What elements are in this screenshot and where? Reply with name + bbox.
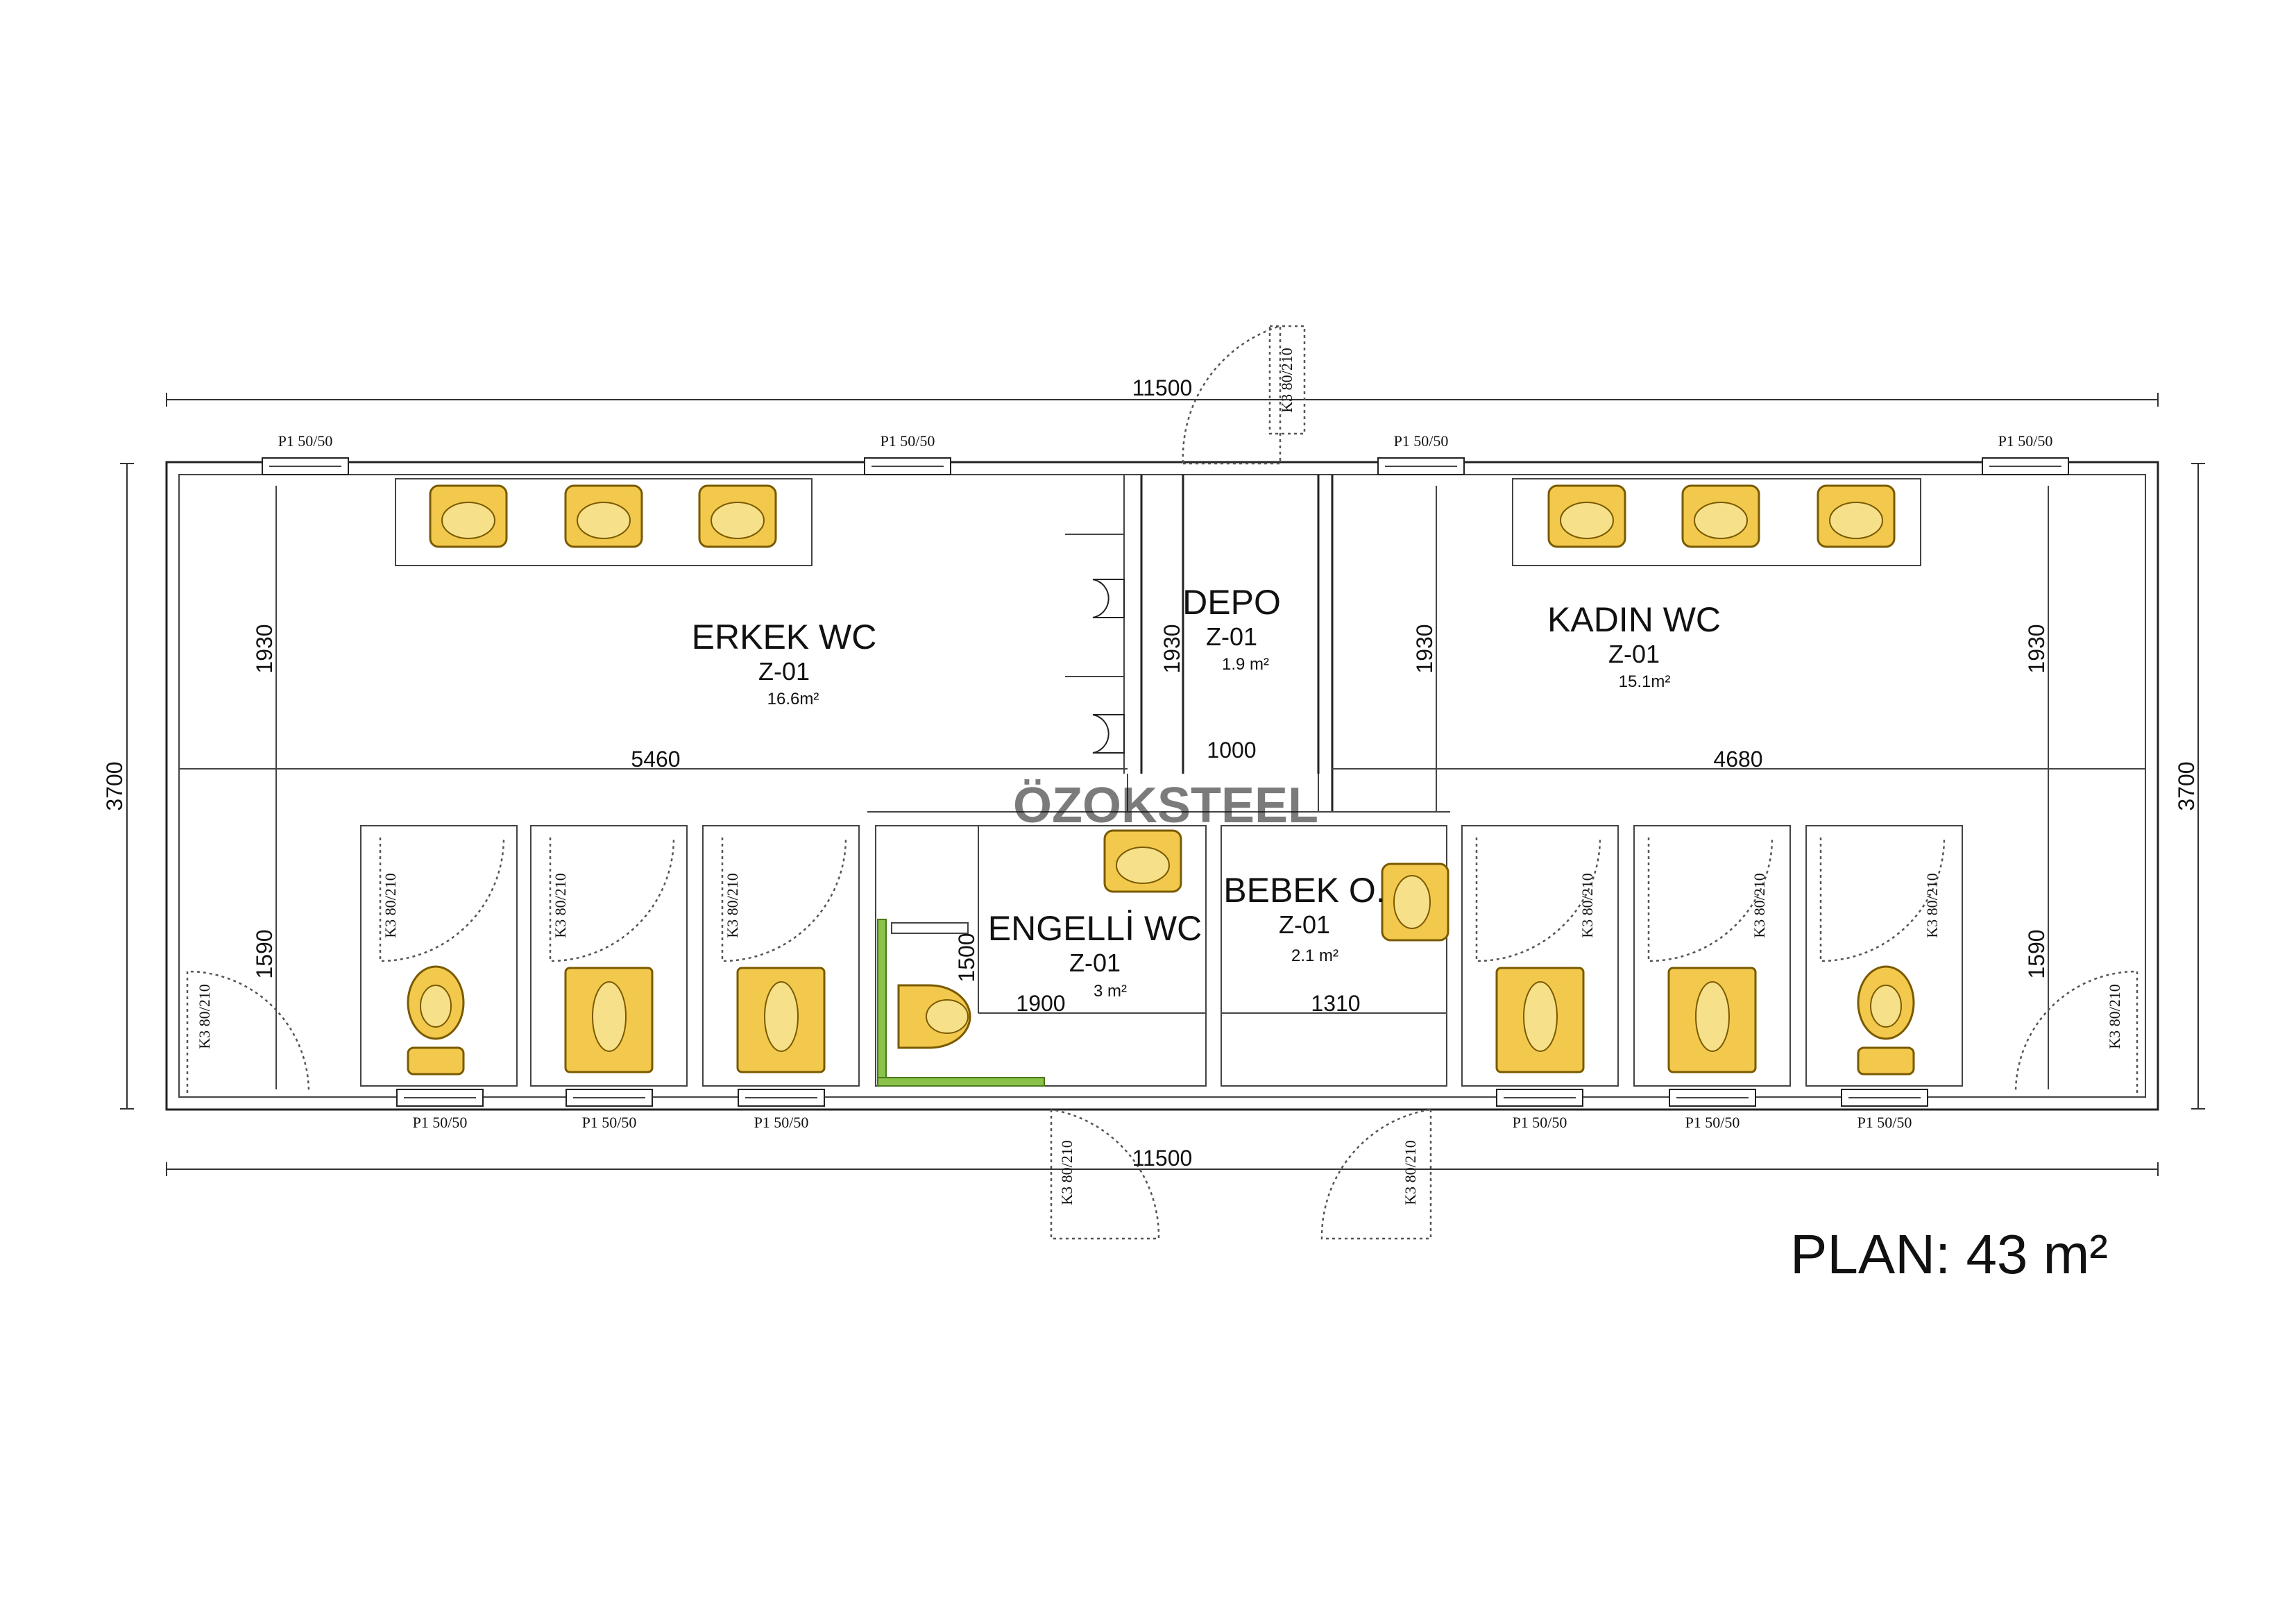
outer-walls — [165, 461, 2159, 1111]
window-label: P1 50/50 — [1513, 1114, 1567, 1131]
room-name: KADIN WC — [1547, 600, 1721, 639]
room-name: BEBEK O. — [1223, 871, 1385, 910]
dim-overall-bottom: 11500 — [1132, 1146, 1193, 1171]
dim-corridor-right: 4680 — [1713, 747, 1762, 772]
room-erkek-wc: ERKEK WC Z-01 16.6m² — [692, 618, 877, 708]
window-label: P1 50/50 — [1998, 432, 2053, 450]
dim-engelli-width: 1900 — [1016, 991, 1065, 1016]
window-label: P1 50/50 — [754, 1114, 809, 1131]
dim-kadin-upper-left: 1930 — [1412, 624, 1437, 673]
western-toilet-icon — [407, 965, 465, 1076]
door-swings — [186, 325, 2138, 1240]
room-engelli-wc: ENGELLİ WC Z-01 3 m² — [988, 909, 1202, 1001]
room-code: Z-01 — [1279, 910, 1330, 939]
dim-bebek-width: 1310 — [1311, 991, 1360, 1016]
interior-partitions — [179, 475, 2145, 1089]
western-toilet-icon — [1857, 965, 1915, 1076]
squat-toilet-icon — [1667, 967, 1757, 1073]
dim-corridor-left: 5460 — [631, 747, 680, 772]
room-code: Z-01 — [758, 657, 810, 686]
door-label: K3 80/210 — [1278, 348, 1295, 413]
room-depo: DEPO Z-01 1.9 m² — [1182, 583, 1281, 674]
dim-kadin-upper-right: 1930 — [2024, 624, 2049, 673]
squat-toilet-icon — [564, 967, 654, 1073]
door-label: K3 80/210 — [1402, 1140, 1419, 1205]
squat-toilet-icon — [1495, 967, 1585, 1073]
room-code: Z-01 — [1069, 949, 1121, 977]
dim-height-right: 3700 — [2174, 761, 2199, 810]
urinal-icon — [1092, 714, 1125, 754]
dim-engelli-depth: 1500 — [954, 933, 979, 982]
door-labels: K3 80/210 K3 80/210 K3 80/210 K3 80/210 … — [196, 348, 2123, 1205]
windows — [262, 457, 2069, 1107]
dim-depo-width: 1000 — [1207, 738, 1256, 763]
window-label: P1 50/50 — [1685, 1114, 1740, 1131]
window-label: P1 50/50 — [278, 432, 333, 450]
room-area: 16.6m² — [767, 690, 819, 708]
window-label: P1 50/50 — [582, 1114, 637, 1131]
room-name: DEPO — [1182, 583, 1281, 622]
window-label: P1 50/50 — [1857, 1114, 1912, 1131]
door-label: K3 80/210 — [1923, 873, 1941, 938]
window-label: P1 50/50 — [1394, 432, 1449, 450]
door-label: K3 80/210 — [382, 873, 399, 938]
room-name: ENGELLİ WC — [988, 909, 1202, 948]
room-area: 2.1 m² — [1291, 946, 1338, 965]
company-logo: ÖZOKSTEEL — [1013, 778, 1318, 833]
door-label: K3 80/210 — [1579, 873, 1596, 938]
dim-lower-right: 1590 — [2024, 929, 2049, 978]
door-label: K3 80/210 — [724, 873, 741, 938]
room-kadin-wc: KADIN WC Z-01 15.1m² — [1547, 600, 1721, 691]
urinal-icon — [1092, 579, 1125, 618]
other-sinks — [1103, 829, 1449, 942]
dimension-labels: 11500 11500 3700 3700 1930 1930 1930 193… — [102, 375, 2199, 1171]
room-area: 3 m² — [1094, 982, 1127, 1001]
door-label: K3 80/210 — [1058, 1140, 1075, 1205]
squat-toilet-icon — [736, 967, 826, 1073]
window-label: P1 50/50 — [413, 1114, 468, 1131]
dimension-lines — [120, 393, 2205, 1176]
window-labels: P1 50/50 P1 50/50 P1 50/50 P1 50/50 P1 5… — [278, 432, 2053, 1131]
room-area: 1.9 m² — [1222, 655, 1269, 674]
room-code: Z-01 — [1206, 622, 1257, 651]
kadin-sinks — [1547, 484, 1896, 548]
room-name: ERKEK WC — [692, 618, 877, 656]
door-label: K3 80/210 — [1751, 873, 1768, 938]
toilets — [407, 919, 1915, 1087]
dim-height-left: 3700 — [102, 761, 127, 810]
window-label: P1 50/50 — [881, 432, 935, 450]
accessible-toilet-icon — [877, 919, 1045, 1087]
door-label: K3 80/210 — [552, 873, 569, 938]
room-code: Z-01 — [1608, 640, 1660, 668]
room-bebek: BEBEK O. Z-01 2.1 m² — [1223, 871, 1385, 965]
urinals — [1065, 534, 1125, 754]
door-label: K3 80/210 — [2106, 984, 2123, 1049]
erkek-sinks — [429, 484, 777, 548]
door-label: K3 80/210 — [196, 984, 213, 1049]
dim-depo-upper: 1930 — [1159, 624, 1184, 673]
plan-title: PLAN: 43 m² — [1790, 1223, 2108, 1285]
dim-lower-left: 1590 — [252, 929, 277, 978]
room-area: 15.1m² — [1619, 672, 1671, 691]
dim-erkek-upper: 1930 — [252, 624, 277, 673]
dim-overall-top: 11500 — [1132, 375, 1193, 400]
